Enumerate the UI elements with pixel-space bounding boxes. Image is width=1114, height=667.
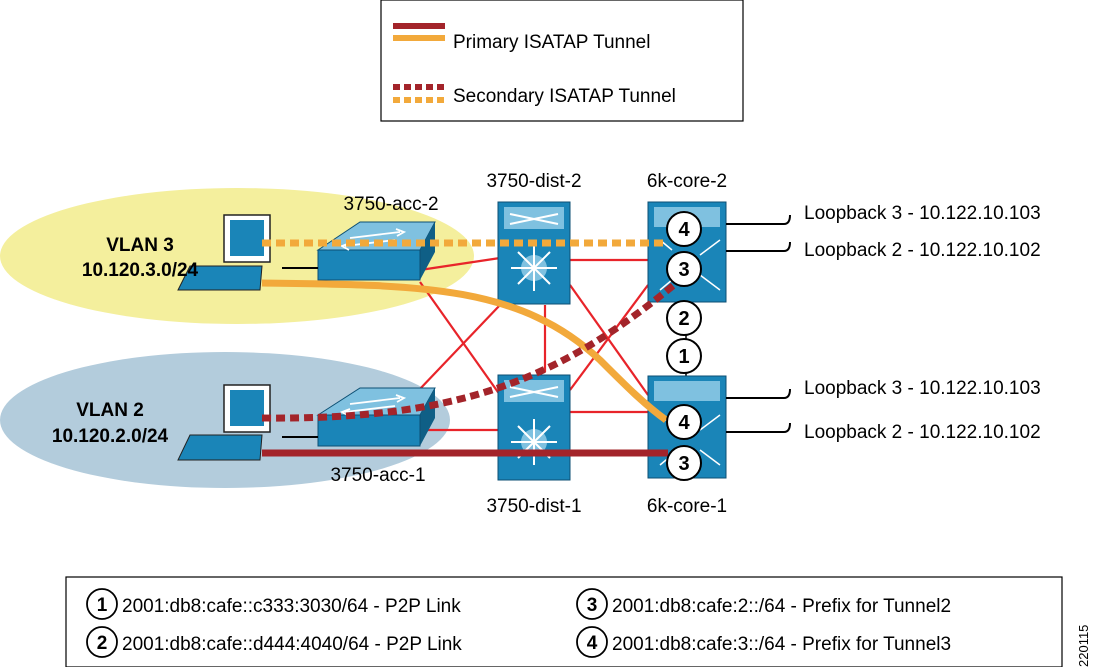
link-acc2-dist2	[419, 256, 501, 272]
svg-text:4: 4	[678, 412, 690, 434]
loopback-label-core1-2: Loopback 2 - 10.122.10.102	[804, 422, 1041, 443]
loopback-label-core1-3: Loopback 3 - 10.122.10.103	[804, 378, 1041, 399]
vlan2-subnet: 10.120.2.0/24	[52, 426, 169, 447]
svg-text:4: 4	[587, 633, 598, 654]
svg-text:4: 4	[678, 219, 690, 241]
note-4: 4 2001:db8:cafe:3::/64 - Prefix for Tunn…	[576, 626, 951, 658]
note-2: 2 2001:db8:cafe::d444:4040/64 - P2P Link	[86, 626, 462, 658]
svg-text:3: 3	[587, 595, 598, 616]
label-acc2: 3750-acc-2	[343, 194, 438, 215]
note-2-text: 2001:db8:cafe::d444:4040/64 - P2P Link	[122, 634, 462, 655]
note-1: 1 2001:db8:cafe::c333:3030/64 - P2P Link	[86, 588, 461, 620]
legend-primary-label: Primary ISATAP Tunnel	[453, 32, 650, 53]
marker-core1-3: 3	[666, 445, 702, 481]
marker-link-2: 2	[666, 300, 702, 336]
switch-3750-acc-1	[316, 387, 436, 447]
figure-id: 220115	[1076, 625, 1091, 667]
vlan2-name: VLAN 2	[76, 400, 144, 421]
loopback-label-core2-2: Loopback 2 - 10.122.10.102	[804, 240, 1041, 261]
primary-tunnel-vlan3	[261, 279, 669, 423]
secondary-tunnel-vlan2	[261, 277, 683, 422]
vlan3-name: VLAN 3	[106, 235, 174, 256]
vlan3-subnet: 10.120.3.0/24	[82, 260, 199, 281]
note-3: 3 2001:db8:cafe:2::/64 - Prefix for Tunn…	[576, 588, 951, 620]
marker-link-1: 1	[666, 338, 702, 374]
legend-secondary-label: Secondary ISATAP Tunnel	[453, 86, 676, 107]
loopback-label-core2-3: Loopback 3 - 10.122.10.103	[804, 203, 1041, 224]
note-3-text: 2001:db8:cafe:2::/64 - Prefix for Tunnel…	[612, 596, 951, 617]
link-dist1-core2	[569, 284, 649, 391]
label-acc1: 3750-acc-1	[330, 465, 425, 486]
marker-core2-4: 4	[666, 211, 702, 247]
label-dist1: 3750-dist-1	[486, 496, 581, 517]
svg-text:1: 1	[678, 346, 689, 368]
note-4-text: 2001:db8:cafe:3::/64 - Prefix for Tunnel…	[612, 634, 951, 655]
legend: Primary ISATAP Tunnel Secondary ISATAP T…	[380, 0, 744, 122]
svg-text:3: 3	[678, 453, 689, 475]
notes-box: 1 2001:db8:cafe::c333:3030/64 - P2P Link…	[65, 576, 1063, 667]
svg-text:1: 1	[97, 595, 108, 616]
link-dist2-core1	[569, 284, 649, 396]
laptop-vlan2	[177, 384, 318, 461]
marker-core1-4: 4	[666, 404, 702, 440]
label-core1: 6k-core-1	[647, 496, 727, 517]
physical-links	[397, 256, 649, 432]
laptop-vlan3	[177, 214, 318, 291]
note-1-text: 2001:db8:cafe::c333:3030/64 - P2P Link	[122, 596, 461, 617]
label-core2: 6k-core-2	[647, 171, 727, 192]
switch-3750-dist-2	[497, 201, 571, 305]
svg-text:2: 2	[97, 633, 108, 654]
label-dist2: 3750-dist-2	[486, 171, 581, 192]
marker-core2-3: 3	[666, 251, 702, 287]
svg-text:3: 3	[678, 259, 689, 281]
svg-text:2: 2	[678, 308, 689, 330]
loopback-connectors	[726, 214, 791, 433]
switch-3750-dist-1	[497, 374, 571, 481]
link-acc2-dist1	[419, 281, 501, 396]
